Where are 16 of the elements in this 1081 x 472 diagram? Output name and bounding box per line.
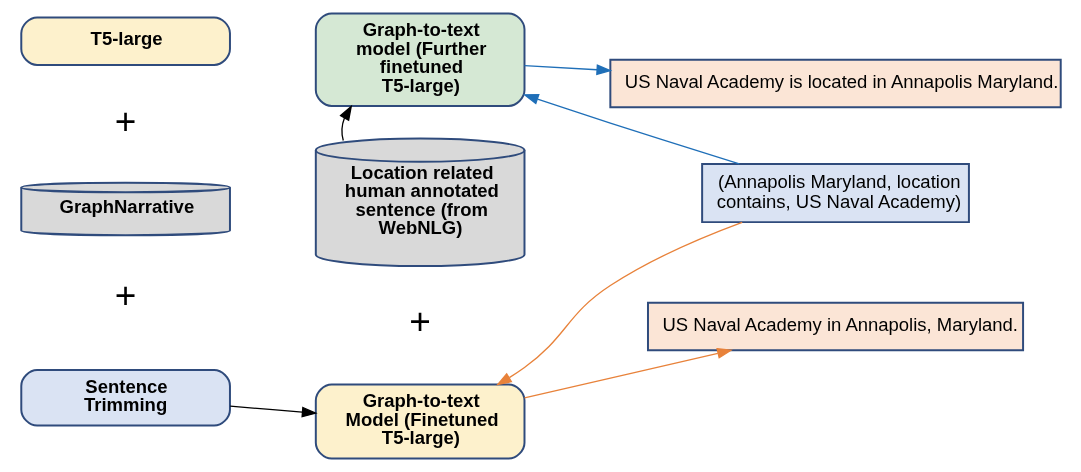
node-box: Graph-to-text Model (Finetuned T5-large) xyxy=(314,383,525,460)
node-box: Graph-to-text model (Further finetuned T5-large) xyxy=(314,12,525,107)
label: + xyxy=(114,274,136,316)
node-box: T5-large xyxy=(19,16,231,66)
node-box: US Naval Academy is located in Annapolis Maryland. xyxy=(608,58,1062,109)
arrow xyxy=(523,347,733,399)
arrow xyxy=(522,93,740,165)
arrow xyxy=(339,104,352,142)
node-box: (Annapolis Maryland, location contains, US Naval Academy) xyxy=(700,163,970,224)
arrow xyxy=(523,64,612,76)
label: + xyxy=(114,100,136,142)
node-box: US Naval Academy in Annapolis, Maryland. xyxy=(646,301,1024,352)
arrow xyxy=(495,221,743,386)
label: + xyxy=(408,301,431,343)
node-box: Sentence Trimming xyxy=(19,369,231,427)
arrow xyxy=(229,405,318,418)
